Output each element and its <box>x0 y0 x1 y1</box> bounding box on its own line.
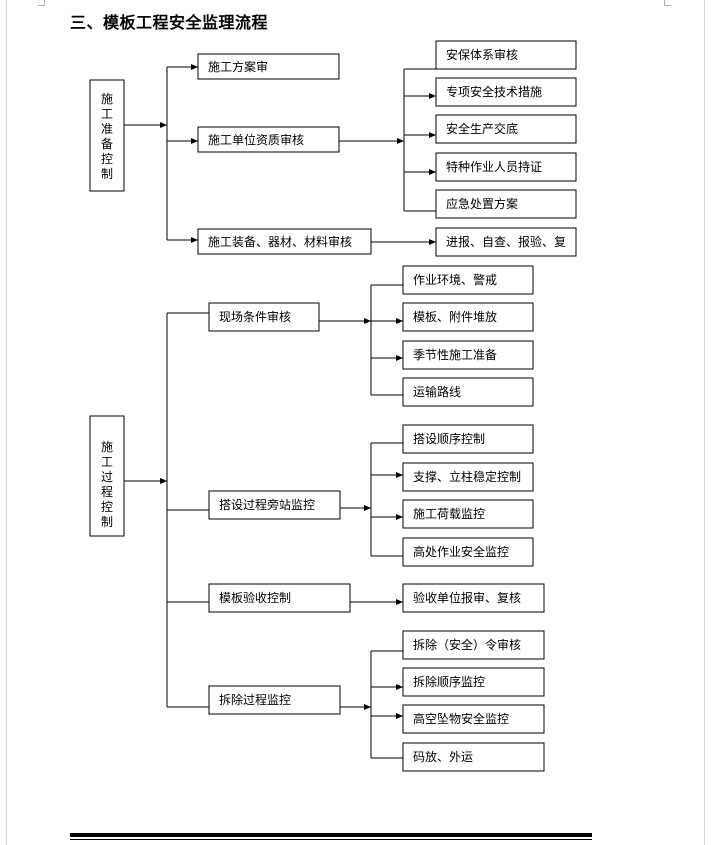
equipment-check <box>435 227 577 257</box>
stage-label-preparation: 施工准备控制 <box>101 92 113 181</box>
dismantle-check-stack-transport <box>402 742 545 772</box>
page-corner-mark <box>664 5 671 6</box>
erection-check-load <box>402 499 534 529</box>
stage-box-process <box>89 415 125 537</box>
footer-rule <box>70 833 592 837</box>
site-check-seasonal <box>402 340 534 370</box>
erection-check-height-work-label: 高处作业安全监控 <box>413 544 509 559</box>
erection-check-height-work <box>402 537 534 567</box>
erection-check-sequence <box>402 424 534 454</box>
dismantle-check-order <box>402 630 545 660</box>
prep-item-equipment-review-label: 施工装备、器材、材料审核 <box>208 234 352 249</box>
dismantle-check-sequence <box>402 667 545 697</box>
stage-label-process: 施工过程控制 <box>101 440 113 529</box>
qual-check-emergency-plan <box>435 189 577 219</box>
dismantle-check-falling-objects-label: 高空坠物安全监控 <box>413 711 509 726</box>
erection-check-stability <box>402 462 534 492</box>
process-item-erection-supervision <box>208 490 341 520</box>
prep-item-qualification-review <box>197 126 340 153</box>
qual-check-emergency-plan-label: 应急处置方案 <box>446 196 518 211</box>
dismantle-check-order-label: 拆除（安全）令审核 <box>413 637 521 652</box>
site-check-formwork-stacking-label: 模板、附件堆放 <box>413 309 497 324</box>
acceptance-check <box>402 583 545 613</box>
process-item-dismantling-label: 拆除过程监控 <box>219 692 291 707</box>
erection-check-load-label: 施工荷载监控 <box>413 507 485 521</box>
page-title: 三、模板工程安全监理流程 <box>70 13 269 32</box>
equipment-check-label: 进报、自查、报验、复 <box>446 234 566 249</box>
page-edge-left <box>6 0 7 845</box>
site-check-seasonal-label: 季节性施工准备 <box>413 348 497 362</box>
site-check-transport-route-label: 运输路线 <box>413 384 461 399</box>
prep-item-equipment-review <box>197 228 372 255</box>
qual-check-safety-system-label: 安保体系审核 <box>446 47 518 62</box>
qual-check-special-workers <box>435 152 577 182</box>
site-check-formwork-stacking <box>402 302 534 332</box>
process-item-acceptance <box>208 583 351 613</box>
qual-check-special-measures <box>435 77 577 107</box>
qual-check-special-workers-label: 特种作业人员持证 <box>446 159 542 174</box>
qual-check-special-measures-label: 专项安全技术措施 <box>446 84 542 99</box>
process-item-site-review <box>208 302 320 332</box>
process-item-dismantling <box>208 685 341 715</box>
qual-check-safety-system <box>435 40 577 70</box>
stage-box-preparation <box>89 79 125 192</box>
dismantle-check-falling-objects <box>402 704 545 734</box>
footer-rule-thin <box>70 839 592 840</box>
process-item-erection-supervision-label: 搭设过程旁站监控 <box>219 497 315 512</box>
prep-item-plan-review-label: 施工方案审 <box>208 59 268 74</box>
prep-item-plan-review <box>197 53 340 80</box>
process-item-site-review-label: 现场条件审核 <box>219 309 291 324</box>
page-edge-right <box>704 0 705 845</box>
dismantle-check-stack-transport-label: 码放、外运 <box>413 749 473 764</box>
site-check-environment-label: 作业环境、警戒 <box>413 272 497 287</box>
qual-check-safety-briefing <box>435 114 577 144</box>
prep-item-qualification-review-label: 施工单位资质审核 <box>208 132 304 147</box>
page-corner-mark <box>664 0 665 6</box>
page-corner-mark <box>38 5 45 6</box>
page-corner-mark <box>44 0 45 6</box>
erection-check-stability-label: 支撑、立柱稳定控制 <box>413 469 521 484</box>
process-item-acceptance-label: 模板验收控制 <box>219 590 291 605</box>
qual-check-safety-briefing-label: 安全生产交底 <box>446 121 518 136</box>
site-check-environment <box>402 265 534 295</box>
erection-check-sequence-label: 搭设顺序控制 <box>413 431 485 446</box>
site-check-transport-route <box>402 377 534 407</box>
acceptance-check-label: 验收单位报审、复核 <box>413 590 521 605</box>
dismantle-check-sequence-label: 拆除顺序监控 <box>413 674 485 689</box>
